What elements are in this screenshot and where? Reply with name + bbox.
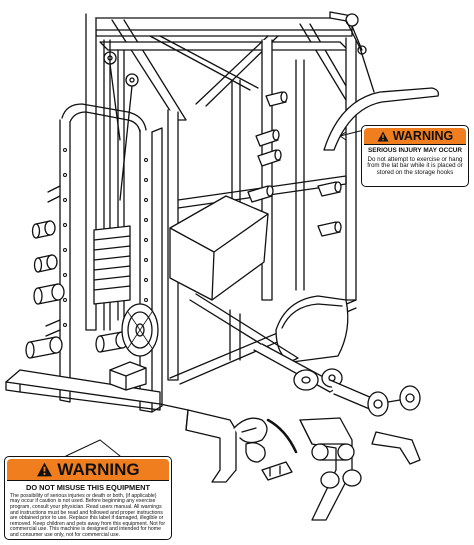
right-base [299,417,421,521]
front-base [159,403,237,483]
left-base [5,303,161,411]
leader-lines [65,439,121,457]
accessories [233,417,298,481]
top-frame [87,11,361,121]
warning-header: WARNING [7,459,169,481]
warning-label-storage-hooks: WARNING SERIOUS INJURY MAY OCCUR Do not … [361,125,469,187]
warning-triangle-icon [377,131,389,141]
warning-subtitle: DO NOT MISUSE THIS EQUIPMENT [25,483,150,492]
bench [169,195,421,417]
warning-body-text: Do not attempt to exercise or hang from … [367,155,463,177]
warning-subtitle: SERIOUS INJURY MAY OCCUR [367,147,463,154]
warning-label-misuse: WARNING DO NOT MISUSE THIS EQUIPMENT The… [4,456,172,540]
warning-triangle-icon [37,462,53,477]
warning-header: WARNING [364,128,466,145]
warning-title: WARNING [57,459,140,479]
right-plate-horns [247,13,375,237]
warning-title: WARNING [392,129,454,143]
warning-body-text: The possibility of serious injuries or d… [10,492,166,539]
